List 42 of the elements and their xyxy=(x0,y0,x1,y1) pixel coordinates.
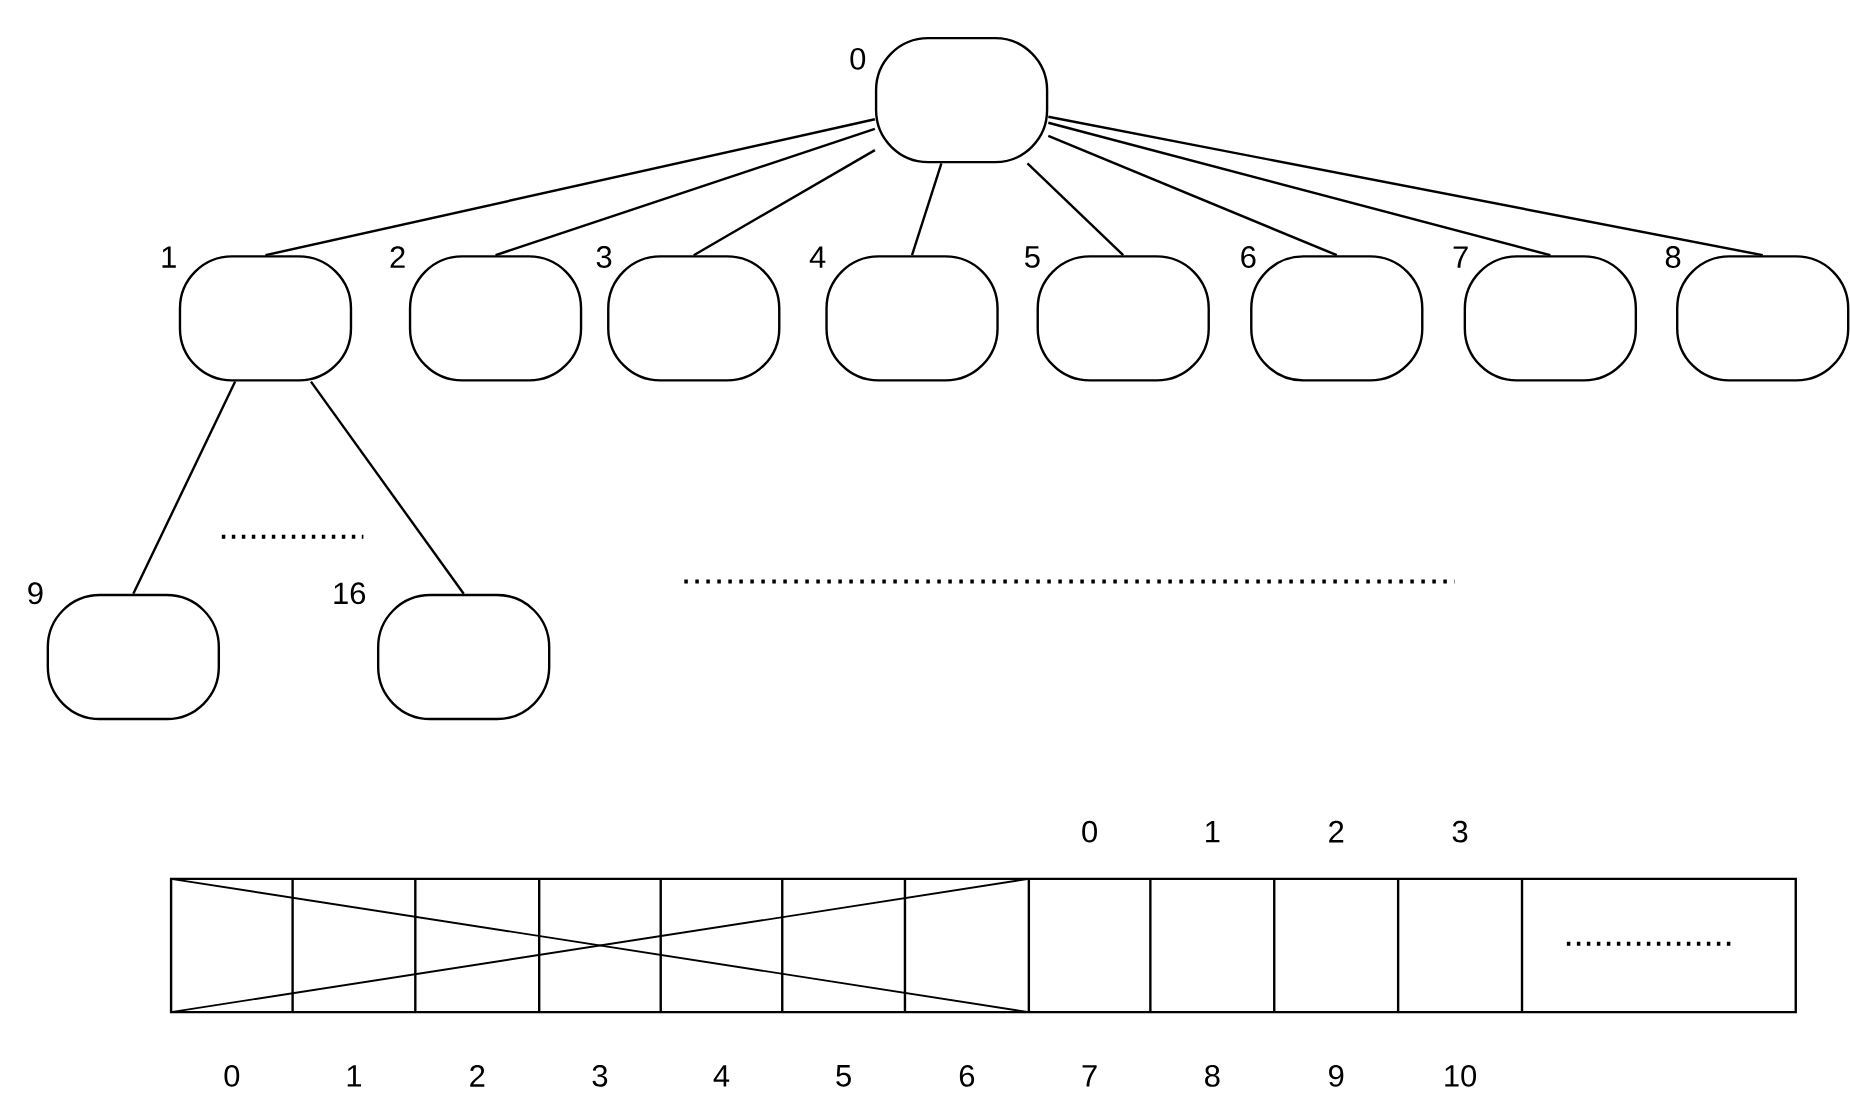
index-number: 2 xyxy=(470,1065,485,1087)
index-number: 3 xyxy=(1452,820,1468,843)
index-number: 10 xyxy=(1445,1064,1477,1087)
tree-edge xyxy=(1048,121,1551,257)
index-number: 8 xyxy=(1205,1064,1220,1087)
tree-node xyxy=(46,593,220,721)
tree-edge xyxy=(1047,134,1338,257)
index-number: 1 xyxy=(1206,821,1220,843)
tree-node xyxy=(178,255,353,382)
tree-edge xyxy=(309,380,465,595)
index-number: 9 xyxy=(1329,1064,1344,1087)
tree-edge xyxy=(265,118,876,257)
index-number: 4 xyxy=(713,1065,730,1087)
node-number: 1 xyxy=(162,246,176,268)
index-number: 5 xyxy=(836,1065,851,1087)
index-number: 7 xyxy=(1082,1065,1097,1087)
tree-node xyxy=(825,255,999,382)
tree-node xyxy=(408,255,583,382)
tree-edge xyxy=(132,381,237,595)
node-number: 5 xyxy=(1025,246,1040,268)
node-number: 8 xyxy=(1665,246,1681,268)
tree-edge xyxy=(910,162,943,256)
index-number: 0 xyxy=(1082,820,1097,843)
tree-edge xyxy=(1048,115,1763,257)
node-number: 9 xyxy=(28,582,43,605)
node-number: 2 xyxy=(390,246,405,268)
index-number: 3 xyxy=(592,1064,608,1087)
tree-node xyxy=(874,36,1049,164)
node-number: 0 xyxy=(850,47,866,70)
tree-edge xyxy=(495,127,876,257)
node-number: 16 xyxy=(334,582,366,605)
node-number: 7 xyxy=(1453,246,1468,268)
node-number: 3 xyxy=(596,246,612,268)
index-number: 6 xyxy=(959,1064,975,1087)
tree-node xyxy=(377,593,551,721)
node-number: 4 xyxy=(809,246,826,268)
node-number: 6 xyxy=(1241,246,1256,268)
tree-edge xyxy=(1026,162,1125,257)
tree-edge xyxy=(693,149,876,257)
index-number: 1 xyxy=(347,1065,362,1087)
index-number: 0 xyxy=(224,1064,240,1087)
index-number: 2 xyxy=(1329,820,1344,843)
